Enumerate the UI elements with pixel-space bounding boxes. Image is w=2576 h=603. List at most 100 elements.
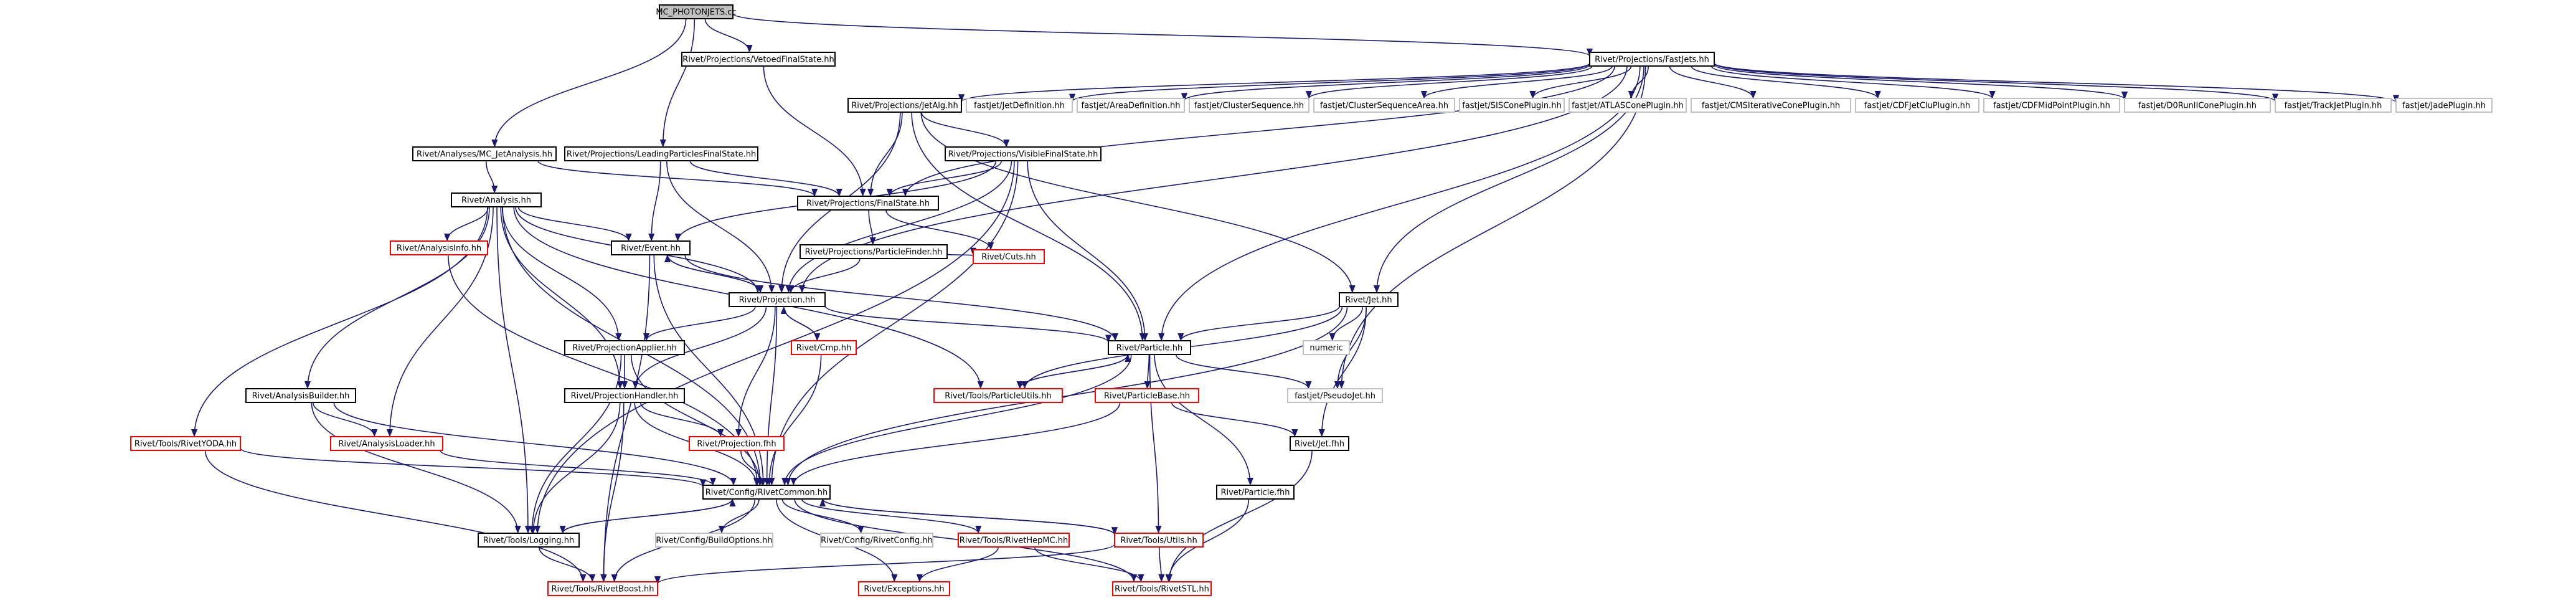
node-fj_cs: fastjet/ClusterSequence.hh bbox=[1189, 98, 1309, 113]
edge-jetfhh-to-rivetstl bbox=[1166, 450, 1313, 582]
node-finalstate[interactable]: Rivet/Projections/FinalState.hh bbox=[797, 196, 939, 211]
node-rivetcommon[interactable]: Rivet/Config/RivetCommon.hh bbox=[702, 485, 831, 500]
edge-jetalg-to-jet bbox=[920, 112, 1356, 293]
node-box-fj_jetdef bbox=[966, 98, 1073, 113]
node-box-rivetstl bbox=[1112, 581, 1212, 596]
edge-particleutils-to-particle bbox=[1019, 354, 1131, 389]
edge-particle-to-utils bbox=[1149, 354, 1162, 534]
node-fj_cdfmid: fastjet/CDFMidPointPlugin.hh bbox=[1983, 98, 2120, 113]
node-label-particlebase: Rivet/ParticleBase.hh bbox=[1104, 392, 1190, 401]
node-cmp[interactable]: Rivet/Cmp.hh bbox=[791, 340, 857, 355]
node-box-analysisinfo bbox=[390, 240, 488, 255]
node-numeric: numeric bbox=[1303, 340, 1350, 355]
edge-fastjets-to-fj_trackjet bbox=[1714, 63, 2278, 102]
edge-analysis-to-projapplier bbox=[501, 206, 622, 341]
node-box-fj_cmsit bbox=[1691, 98, 1851, 113]
node-projection[interactable]: Rivet/Projection.hh bbox=[729, 292, 826, 307]
node-label-fj_trackjet: fastjet/TrackJetPlugin.hh bbox=[2285, 102, 2382, 111]
node-analysisbuilder[interactable]: Rivet/AnalysisBuilder.hh bbox=[245, 388, 356, 403]
node-label-fj_areadef: fastjet/AreaDefinition.hh bbox=[1082, 102, 1181, 111]
edge-projection-to-projectionfhh bbox=[735, 306, 776, 437]
node-box-fj_csa bbox=[1313, 98, 1455, 113]
node-label-mc: MC_PHOTONJETS.cc bbox=[656, 8, 736, 17]
node-projectionfhh[interactable]: Rivet/Projection.fhh bbox=[689, 436, 785, 451]
node-label-fj_cdfmid: fastjet/CDFMidPointPlugin.hh bbox=[1993, 102, 2110, 111]
edge-projhandler-to-projectionfhh bbox=[639, 402, 724, 437]
edge-projapplier-to-logging bbox=[529, 354, 622, 534]
node-box-particleutils bbox=[933, 388, 1063, 403]
node-box-visible bbox=[945, 146, 1102, 161]
node-fj_areadef: fastjet/AreaDefinition.hh bbox=[1077, 98, 1185, 113]
node-particlebase[interactable]: Rivet/ParticleBase.hh bbox=[1095, 388, 1199, 403]
node-logging[interactable]: Rivet/Tools/Logging.hh bbox=[478, 533, 580, 548]
edge-fastjets-to-particle bbox=[1158, 65, 1641, 341]
edge-analysisbuilder-to-rivetcommon bbox=[333, 402, 737, 486]
node-label-fj_cs: fastjet/ClusterSequence.hh bbox=[1194, 102, 1304, 111]
node-rivethepmc[interactable]: Rivet/Tools/RivetHepMC.hh bbox=[958, 533, 1070, 548]
node-label-exceptions: Rivet/Exceptions.hh bbox=[864, 585, 944, 594]
node-box-rivetboost bbox=[547, 581, 658, 596]
node-label-fastjets: Rivet/Projections/FastJets.hh bbox=[1595, 55, 1709, 65]
node-particlefinder[interactable]: Rivet/Projections/ParticleFinder.hh bbox=[800, 244, 948, 259]
node-buildoptions: Rivet/Config/BuildOptions.hh bbox=[655, 533, 773, 548]
node-label-rivetconfig: Rivet/Config/RivetConfig.hh bbox=[821, 536, 933, 546]
node-utils[interactable]: Rivet/Tools/Utils.hh bbox=[1114, 533, 1204, 548]
node-rivetstl[interactable]: Rivet/Tools/RivetSTL.hh bbox=[1112, 581, 1212, 596]
node-jetfhh[interactable]: Rivet/Jet.fhh bbox=[1290, 436, 1349, 451]
node-particlefhh[interactable]: Rivet/Particle.fhh bbox=[1216, 485, 1295, 500]
node-label-fj_jade: fastjet/JadePlugin.hh bbox=[2402, 102, 2486, 111]
node-label-fj_atlas: fastjet/ATLASConePlugin.hh bbox=[1572, 102, 1684, 111]
node-jet[interactable]: Rivet/Jet.hh bbox=[1339, 292, 1399, 307]
node-label-projection: Rivet/Projection.hh bbox=[739, 296, 816, 305]
node-fj_atlas: fastjet/ATLASConePlugin.hh bbox=[1569, 98, 1687, 113]
edge-particle-to-particlebase bbox=[1144, 354, 1151, 389]
node-vetoed[interactable]: Rivet/Projections/VetoedFinalState.hh bbox=[681, 52, 836, 67]
node-projhandler[interactable]: Rivet/ProjectionHandler.hh bbox=[564, 388, 685, 403]
edge-leading-to-event bbox=[648, 160, 661, 242]
node-rivetconfig: Rivet/Config/RivetConfig.hh bbox=[820, 533, 933, 548]
node-visible[interactable]: Rivet/Projections/VisibleFinalState.hh bbox=[945, 146, 1102, 161]
node-fj_jade: fastjet/JadePlugin.hh bbox=[2395, 98, 2493, 113]
edge-mcjet-to-analysis bbox=[486, 160, 498, 194]
node-box-analysisloader bbox=[330, 436, 443, 451]
node-box-pseudojet bbox=[1287, 388, 1383, 403]
node-box-particlefinder bbox=[800, 244, 948, 259]
node-jetalg[interactable]: Rivet/Projections/JetAlg.hh bbox=[847, 98, 962, 113]
edge-fastjets-to-fj_cdfmid bbox=[1710, 65, 1996, 99]
edge-fastjets-to-finalstate bbox=[902, 65, 1615, 197]
edge-fastjets-to-fj_cdfjetclu bbox=[1691, 65, 1881, 99]
edge-analysis-to-projhandler bbox=[500, 206, 623, 389]
node-box-fj_siscone bbox=[1459, 98, 1565, 113]
node-cuts[interactable]: Rivet/Cuts.hh bbox=[973, 249, 1045, 264]
edge-fastjets-to-fj_areadef bbox=[1181, 64, 1590, 102]
edge-projection-to-particle bbox=[824, 305, 1111, 343]
node-box-jetalg bbox=[847, 98, 962, 113]
node-exceptions[interactable]: Rivet/Exceptions.hh bbox=[858, 581, 950, 596]
node-event[interactable]: Rivet/Event.hh bbox=[611, 240, 691, 255]
node-label-rivetcommon: Rivet/Config/RivetCommon.hh bbox=[705, 488, 828, 498]
node-leading[interactable]: Rivet/Projections/LeadingParticlesFinalS… bbox=[564, 146, 758, 161]
edge-mc-to-leading bbox=[659, 18, 696, 148]
node-analysisinfo[interactable]: Rivet/AnalysisInfo.hh bbox=[390, 240, 488, 255]
edge-finalstate-to-cuts bbox=[885, 209, 994, 250]
edge-cmp-to-projection bbox=[780, 306, 818, 341]
node-box-particle bbox=[1108, 340, 1191, 355]
node-particleutils[interactable]: Rivet/Tools/ParticleUtils.hh bbox=[933, 388, 1063, 403]
edge-analysis-to-event bbox=[517, 206, 632, 242]
node-rivetboost[interactable]: Rivet/Tools/RivetBoost.hh bbox=[547, 581, 658, 596]
node-mc[interactable]: MC_PHOTONJETS.cc bbox=[656, 4, 737, 19]
node-label-utils: Rivet/Tools/Utils.hh bbox=[1120, 536, 1197, 546]
node-rivetyoda[interactable]: Rivet/Tools/RivetYODA.hh bbox=[130, 436, 241, 451]
node-box-buildoptions bbox=[655, 533, 773, 548]
node-box-particlefhh bbox=[1216, 485, 1295, 500]
node-projapplier[interactable]: Rivet/ProjectionApplier.hh bbox=[564, 340, 685, 355]
node-label-particlefhh: Rivet/Particle.fhh bbox=[1220, 488, 1290, 498]
node-mcjet[interactable]: Rivet/Analyses/MC_JetAnalysis.hh bbox=[412, 146, 557, 161]
node-analysisloader[interactable]: Rivet/AnalysisLoader.hh bbox=[330, 436, 443, 451]
node-analysis[interactable]: Rivet/Analysis.hh bbox=[451, 192, 542, 207]
node-label-fj_siscone: fastjet/SISConePlugin.hh bbox=[1462, 102, 1562, 111]
edge-fastjets-to-fj_atlas bbox=[1628, 65, 1649, 99]
node-label-numeric: numeric bbox=[1309, 344, 1342, 353]
node-particle[interactable]: Rivet/Particle.hh bbox=[1108, 340, 1191, 355]
node-fastjets[interactable]: Rivet/Projections/FastJets.hh bbox=[1589, 52, 1715, 67]
